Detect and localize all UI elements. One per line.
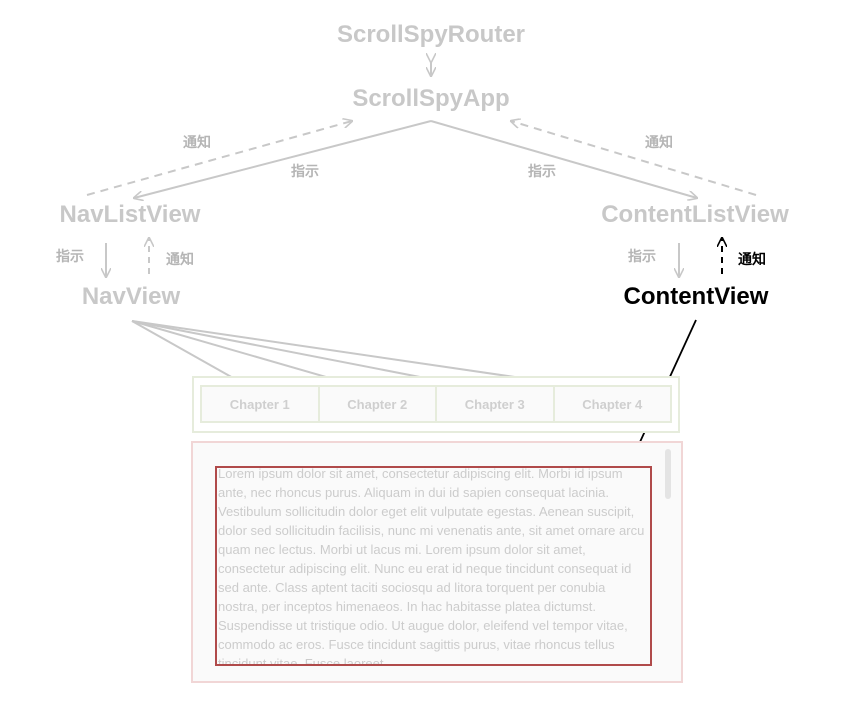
label-instruct-navlist-navview: 指示 [56, 249, 84, 265]
node-scrollspy-router: ScrollSpyRouter [336, 21, 526, 48]
content-view-highlight [215, 466, 652, 666]
content-text: Lorem ipsum dolor sit amet, consectetur … [218, 466, 645, 664]
node-nav-view: NavView [81, 283, 181, 310]
tab-chapter-2[interactable]: Chapter 2 [319, 387, 437, 421]
label-notify-contentview-contentlist: 通知 [738, 252, 766, 268]
label-notify-navview-navlist: 通知 [166, 252, 194, 268]
node-scrollspy-app: ScrollSpyApp [352, 85, 510, 112]
app-to-navlist-arrow [134, 120, 432, 198]
label-notify-navlist-app: 通知 [183, 135, 211, 151]
node-content-view: ContentView [623, 283, 769, 310]
label-instruct-app-navlist: 指示 [291, 164, 319, 180]
tab-chapter-1[interactable]: Chapter 1 [202, 387, 320, 421]
tab-chapter-3[interactable]: Chapter 3 [437, 387, 555, 421]
contentlist-notify-app-arrow [511, 121, 757, 196]
app-to-contentlist-arrow [430, 120, 697, 198]
label-notify-contentlist-app: 通知 [645, 135, 673, 151]
node-content-list-view: ContentListView [601, 201, 789, 228]
navlist-notify-app-arrow [86, 121, 352, 196]
nav-tabs-container: Chapter 1 Chapter 2 Chapter 3 Chapter 4 [192, 376, 680, 433]
content-list-panel[interactable]: Lorem ipsum dolor sit amet, consectetur … [191, 441, 683, 683]
node-nav-list-view: NavListView [59, 201, 201, 228]
label-instruct-app-contentlist: 指示 [528, 164, 556, 180]
tab-chapter-4[interactable]: Chapter 4 [554, 387, 670, 421]
nav-tabs: Chapter 1 Chapter 2 Chapter 3 Chapter 4 [200, 385, 672, 423]
label-instruct-contentlist-contentview: 指示 [628, 249, 656, 265]
content-scrollbar[interactable] [665, 449, 671, 499]
